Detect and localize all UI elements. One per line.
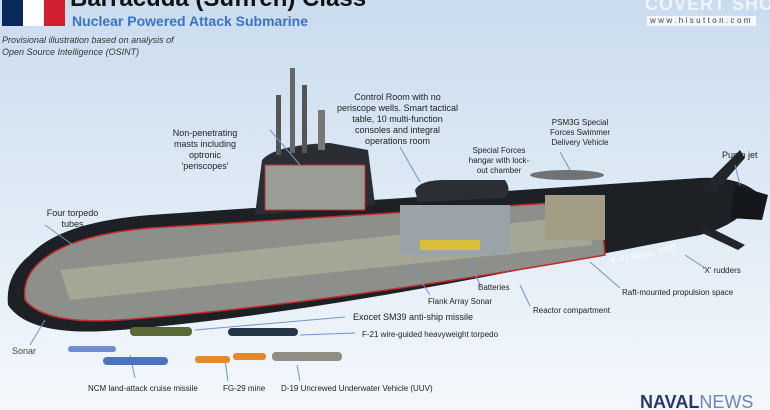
ncm-missile [103, 357, 168, 365]
x-rudders [700, 150, 745, 250]
page-subtitle: Nuclear Powered Attack Submarine [72, 13, 309, 29]
label-pump-jet: Pump jet [722, 150, 758, 160]
page-title: Barracuda (Suffren) Class [70, 0, 366, 12]
exocet-capsule [68, 346, 116, 352]
psm3g-vehicle [530, 170, 604, 180]
french-flag [2, 0, 65, 26]
label-f21: F-21 wire-guided heavyweight torpedo [362, 330, 499, 339]
fg29-mine [195, 356, 230, 363]
label-reactor: Reactor compartment [533, 306, 610, 315]
control-room [264, 164, 366, 211]
naval-news-logo: NAVALNEWS [640, 392, 753, 410]
covert-shores-logo: COVERT SHORES [645, 0, 770, 14]
logo-part: NAVAL [640, 392, 700, 410]
exocet-missile [130, 327, 192, 336]
label-hangar: Special Forces hangar with lock-out cham… [468, 146, 530, 175]
mast [318, 110, 325, 150]
special-forces-hangar [415, 180, 509, 202]
label-sonar: Sonar [12, 346, 37, 356]
label-x-rudders: 'X' rudders [703, 266, 741, 275]
label-flank-array: Flank Array Sonar [428, 297, 493, 306]
label-d19: D-19 Uncrewed Underwater Vehicle (UUV) [281, 384, 433, 393]
logo-part: NEWS [699, 392, 754, 410]
leader-lines [29, 129, 741, 382]
label-torpedo-tubes: Four torpedo tubes [46, 208, 99, 229]
label-exocet: Exocet SM39 anti-ship missile [353, 312, 474, 322]
label-masts: Non-penetrating masts including optronic… [172, 128, 238, 171]
mast [302, 85, 307, 153]
d19-uuv [272, 352, 342, 361]
label-control-room: Control Room with no periscope wells. Sm… [336, 92, 459, 146]
batteries [420, 240, 480, 250]
label-propulsion: Raft-mounted propulsion space [622, 288, 734, 297]
label-batteries: Batteries [478, 283, 510, 292]
mast [276, 95, 281, 155]
fg29-mine [233, 353, 266, 360]
label-ncm: NCM land-attack cruise missile [88, 384, 198, 393]
label-psm3g: PSM3G Special Forces Swimmer Delivery Ve… [549, 118, 610, 147]
mast [290, 68, 295, 153]
website-url: www.hisutton.com [647, 16, 756, 26]
f21-torpedo [228, 328, 298, 336]
pump-jet [730, 185, 768, 220]
propulsion-space [545, 195, 605, 240]
label-fg29: FG-29 mine [223, 384, 266, 393]
osint-note: Provisional illustration based on analys… [2, 35, 174, 57]
